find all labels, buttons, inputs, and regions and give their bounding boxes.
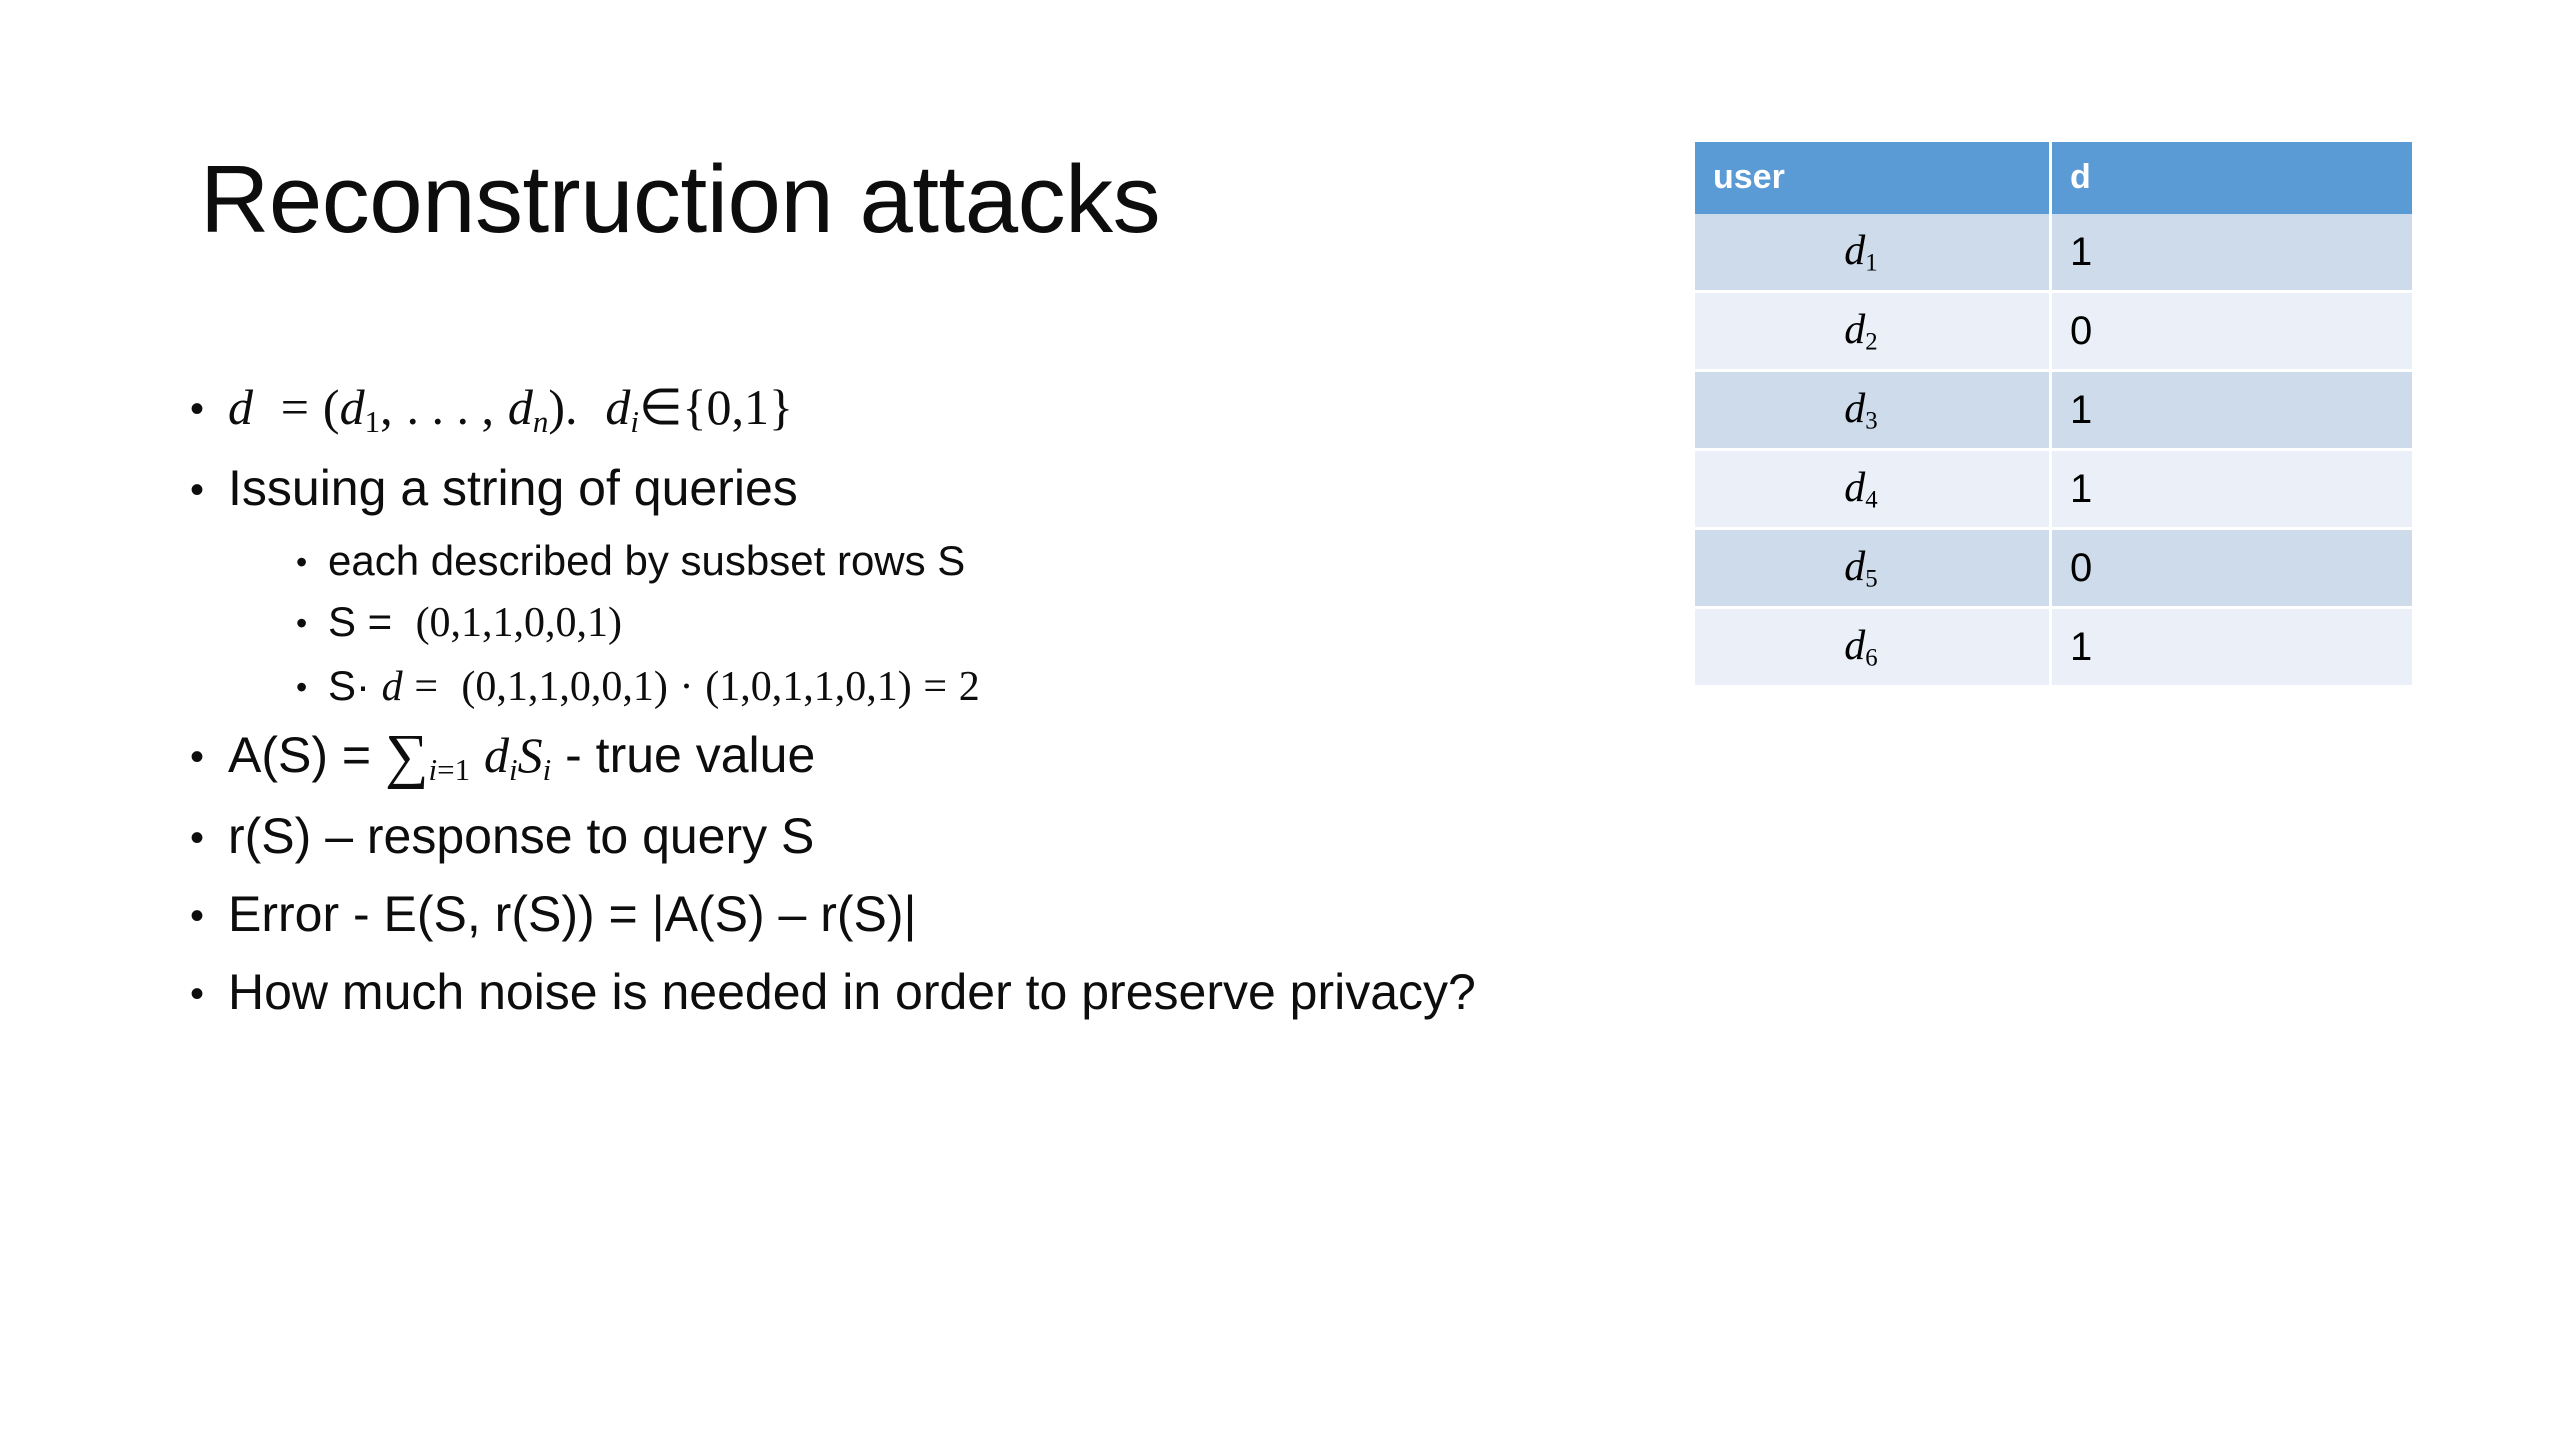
cell-user: d6 <box>1695 609 2052 688</box>
cell-user: d3 <box>1695 372 2052 451</box>
list-item-subset-rows: • each described by susbset rows S <box>190 534 1650 588</box>
list-item-s-definition: • S = (0,1,1,0,0,1) <box>190 595 1650 651</box>
bullet-dot-icon: • <box>296 669 308 706</box>
list-item-text: r(S) – response to query S <box>228 807 815 864</box>
table-row: d2 0 <box>1695 293 2412 372</box>
list-item-text: Error - E(S, r(S)) = |A(S) – r(S)| <box>228 885 917 942</box>
math-result-2: 2 <box>958 664 980 711</box>
math-in-set: ∈{0,1} <box>638 379 794 435</box>
cell-d: 0 <box>2052 530 2412 609</box>
bullet-dot-icon: • <box>190 734 205 779</box>
math-dot-operator: · <box>679 664 694 711</box>
list-item-true-value: • A(S) = ∑i=1 diSi - true value <box>190 723 1650 790</box>
cell-user: d4 <box>1695 451 2052 530</box>
math-d: d <box>339 379 365 435</box>
list-item-text: d = (d1, . . . , dn). di∈{0,1} <box>228 375 1650 442</box>
table-row: d6 1 <box>1695 609 2412 688</box>
list-item-vector-definition: • d = (d1, . . . , dn). di∈{0,1} <box>190 375 1650 442</box>
table-row: d4 1 <box>1695 451 2412 530</box>
math-subscript: 2 <box>1865 328 1878 356</box>
math-d: d <box>507 379 533 435</box>
table-header-row: user d <box>1695 142 2412 214</box>
list-item-issuing-queries: • Issuing a string of queries <box>190 456 1650 520</box>
math-d: d <box>1844 227 1866 274</box>
math-subscript: 1 <box>1865 249 1878 277</box>
math-equals: = <box>923 664 948 711</box>
bullet-dot-icon: • <box>296 605 308 642</box>
math-subscript-n: n <box>532 404 549 440</box>
cell-d: 1 <box>2052 372 2412 451</box>
math-d: d <box>1844 622 1866 669</box>
table-row: d1 1 <box>1695 214 2412 293</box>
math-open-paren: ( <box>322 379 340 435</box>
math-subscript: 5 <box>1865 565 1878 593</box>
math-subscript-1: 1 <box>364 404 381 440</box>
bullet-dot-icon: • <box>296 543 308 580</box>
math-d: d <box>605 379 631 435</box>
math-subscript-eq-1: =1 <box>437 752 471 788</box>
math-subscript: 4 <box>1865 486 1878 514</box>
cell-d: 0 <box>2052 293 2412 372</box>
cell-d: 1 <box>2052 214 2412 293</box>
math-subscript-i: i <box>509 752 518 788</box>
page-title: Reconstruction attacks <box>200 146 1161 253</box>
math-d: d <box>1844 385 1866 432</box>
math-ellipsis: . . . , <box>406 379 494 435</box>
list-item-text: How much noise is needed in order to pre… <box>228 963 1476 1020</box>
math-s: S <box>517 726 543 783</box>
table-row: d3 1 <box>1695 372 2412 451</box>
cell-d: 1 <box>2052 451 2412 530</box>
math-subscript-i: i <box>428 752 438 788</box>
list-item-s-dot-d: • S· d = (0,1,1,0,0,1) · (1,0,1,1,0,1) =… <box>190 659 1650 715</box>
math-s-equals: S = <box>328 598 404 646</box>
list-item-noise-question: • How much noise is needed in order to p… <box>190 960 1650 1024</box>
math-subscript: 6 <box>1865 644 1878 672</box>
math-s-vector: (0,1,1,0,0,1) <box>461 664 668 711</box>
math-d: d <box>484 726 509 783</box>
list-item-text: each described by susbset rows S <box>328 536 966 584</box>
math-equals: = <box>280 379 309 435</box>
math-subscript-i: i <box>630 404 639 440</box>
math-subscript: 3 <box>1865 407 1878 435</box>
bullet-dot-icon: • <box>190 467 205 512</box>
column-header-user: user <box>1695 142 2052 214</box>
list-item-response: • r(S) – response to query S <box>190 804 1650 868</box>
math-a-of-s: A(S) = <box>228 726 385 783</box>
user-data-table: user d d1 1 d2 0 d3 1 d4 1 d5 0 d6 1 <box>1695 142 2412 688</box>
math-d: d <box>381 664 403 711</box>
true-value-suffix: - true value <box>551 726 816 783</box>
math-d: d <box>228 379 253 435</box>
math-close-paren: ) <box>548 379 566 435</box>
list-item-text: S· d = (0,1,1,0,0,1) · (1,0,1,1,0,1) = 2 <box>328 659 1650 715</box>
bullet-dot-icon: • <box>190 387 205 431</box>
bullet-list: • d = (d1, . . . , dn). di∈{0,1} • Issui… <box>190 375 1650 1038</box>
cell-user: d1 <box>1695 214 2052 293</box>
math-comma: , <box>380 379 393 435</box>
bullet-dot-icon: • <box>190 971 205 1016</box>
list-item-text: Issuing a string of queries <box>228 459 798 516</box>
math-period: . <box>565 379 578 435</box>
cell-d: 1 <box>2052 609 2412 688</box>
list-item-text: A(S) = ∑i=1 diSi - true value <box>228 723 1650 790</box>
math-equals: = <box>414 664 439 711</box>
list-item-text: S = (0,1,1,0,0,1) <box>328 595 1650 651</box>
math-s-vector: (0,1,1,0,0,1) <box>415 600 623 647</box>
cell-user: d2 <box>1695 293 2052 372</box>
math-summation-symbol: ∑ <box>384 722 429 790</box>
math-d: d <box>1844 543 1866 590</box>
math-subscript-i: i <box>542 752 552 788</box>
cell-user: d5 <box>1695 530 2052 609</box>
bullet-dot-icon: • <box>190 893 205 938</box>
column-header-d: d <box>2052 142 2412 214</box>
table-row: d5 0 <box>1695 530 2412 609</box>
bullet-dot-icon: • <box>190 815 205 860</box>
math-d: d <box>1844 464 1866 511</box>
math-d: d <box>1844 306 1866 353</box>
list-item-error: • Error - E(S, r(S)) = |A(S) – r(S)| <box>190 882 1650 946</box>
math-d-vector: (1,0,1,1,0,1) <box>705 664 912 711</box>
math-s-dot: S· <box>328 662 382 710</box>
